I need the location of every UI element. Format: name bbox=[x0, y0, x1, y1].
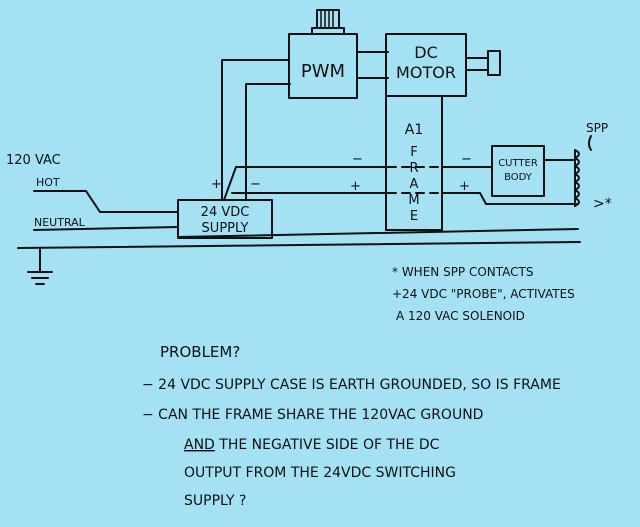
footnote-line: +24 VDC "PROBE", ACTIVATES bbox=[392, 287, 575, 301]
cutter-plus-mark: + bbox=[459, 179, 470, 194]
supply-label-line2: SUPPLY bbox=[202, 221, 249, 236]
fan-icon bbox=[311, 9, 345, 35]
supply-label-line1: 24 VDC bbox=[201, 205, 250, 220]
spp-arrow bbox=[588, 135, 592, 151]
problem-item-continued: SUPPLY ? bbox=[184, 493, 246, 509]
cutter-label-line1: CUTTER bbox=[498, 158, 538, 169]
supply-to-pwm-outer bbox=[221, 59, 289, 201]
cutter-label-line2: BODY bbox=[504, 172, 533, 183]
supply-voltage-label: 120 VAC bbox=[6, 153, 61, 168]
supply-to-pwm-inner bbox=[245, 83, 291, 201]
problem-item-continued: OUTPUT FROM THE 24VDC SWITCHING bbox=[184, 465, 456, 481]
frame-letter: E bbox=[410, 209, 418, 224]
footnote-line: A 120 VAC SOLENOID bbox=[396, 309, 525, 323]
frame-plus-mark: + bbox=[350, 179, 361, 194]
problem-item-rest: THE NEGATIVE SIDE OF THE DC bbox=[215, 437, 440, 453]
pwm-label: PWM bbox=[301, 61, 345, 82]
dc-motor-block: DC MOTOR bbox=[385, 33, 467, 97]
ground-bus-upper bbox=[177, 228, 579, 238]
frame-letter: F bbox=[410, 145, 417, 160]
frame-letter: A bbox=[410, 177, 419, 192]
hot-label: HOT bbox=[36, 176, 60, 189]
footnote: * WHEN SPP CONTACTS +24 VDC "PROBE", ACT… bbox=[392, 265, 575, 323]
spp-label: SPP bbox=[586, 121, 608, 135]
problem-item-continued: AND THE NEGATIVE SIDE OF THE DC bbox=[184, 437, 440, 453]
supply-minus-mark: − bbox=[250, 177, 261, 192]
frame-minus-mark: − bbox=[352, 152, 363, 167]
problem-heading: PROBLEM? bbox=[160, 343, 240, 361]
wiring bbox=[17, 51, 592, 285]
cutter-body-block: CUTTER BODY bbox=[491, 145, 545, 197]
spp-contact-mark: >* bbox=[593, 196, 612, 212]
problem-notes: PROBLEM? − 24 VDC SUPPLY CASE IS EARTH G… bbox=[142, 343, 561, 509]
dc-motor-label-line1: DC bbox=[414, 43, 438, 62]
footnote-line: * WHEN SPP CONTACTS bbox=[392, 265, 534, 279]
supply-plus-mark: + bbox=[211, 177, 222, 192]
motor-shaft-icon bbox=[465, 50, 501, 76]
problem-item: − 24 VDC SUPPLY CASE IS EARTH GROUNDED, … bbox=[142, 377, 561, 393]
hot-wire bbox=[33, 190, 179, 213]
frame-label-a1: A1 bbox=[405, 122, 423, 138]
ground-bus-lower bbox=[17, 241, 581, 249]
pwm-block: PWM bbox=[288, 33, 358, 99]
supply-block: 24 VDC SUPPLY bbox=[177, 199, 273, 239]
earth-ground-symbol bbox=[27, 247, 53, 285]
neutral-label: NEUTRAL bbox=[34, 216, 86, 229]
spp-coil bbox=[574, 149, 580, 207]
frame-letter: R bbox=[409, 161, 418, 176]
frame-letter: M bbox=[408, 193, 419, 208]
emphasis-and: AND bbox=[184, 437, 215, 453]
cutter-minus-mark: − bbox=[461, 152, 472, 167]
dc-motor-label-line2: MOTOR bbox=[396, 63, 456, 82]
problem-item: − CAN THE FRAME SHARE THE 120VAC GROUND bbox=[142, 407, 483, 423]
neutral-wire bbox=[33, 226, 179, 231]
frame-block: A1 F R A M E bbox=[385, 95, 443, 231]
